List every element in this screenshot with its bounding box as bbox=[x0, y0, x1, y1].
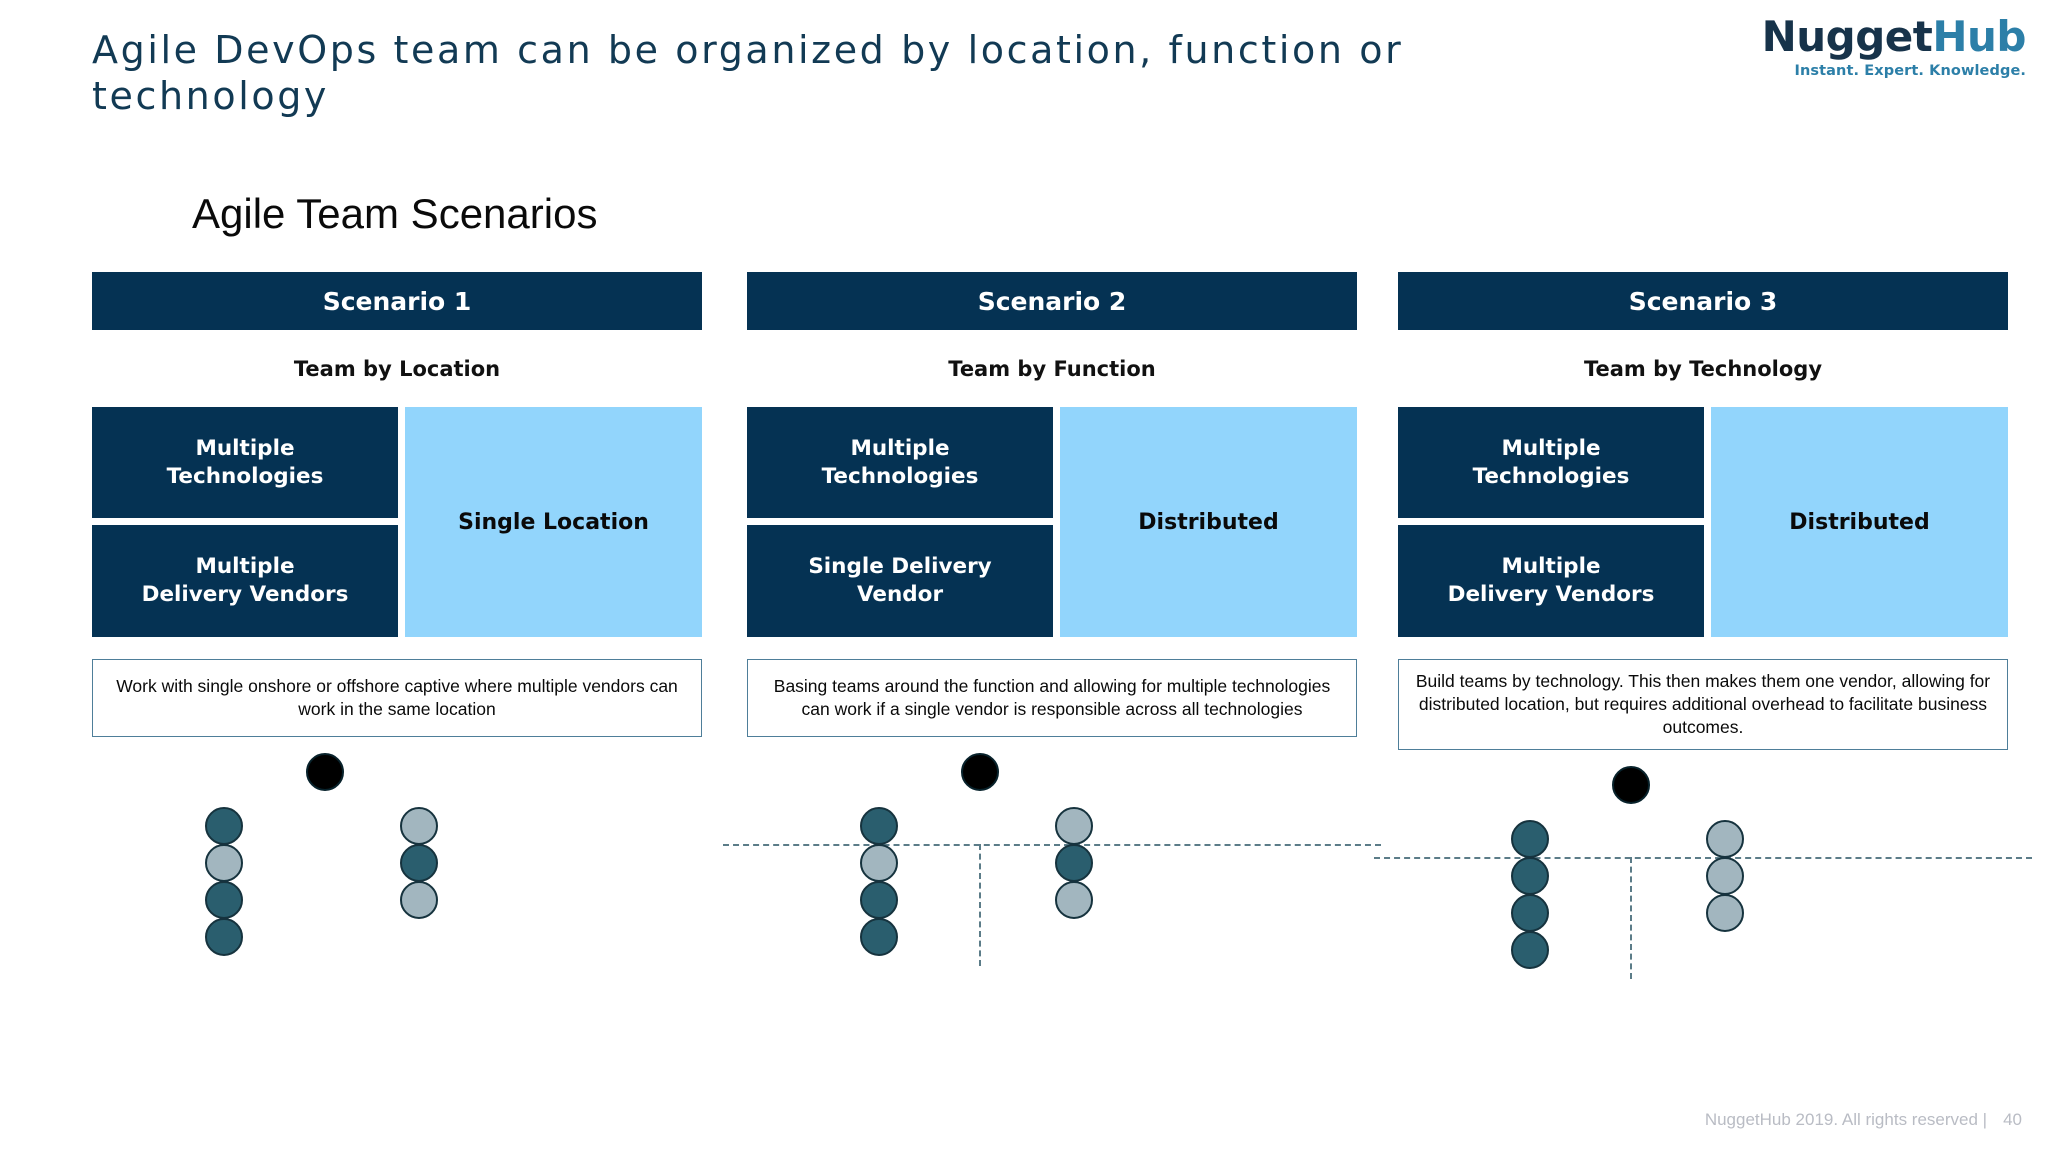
attribute-box-location: Single Location bbox=[405, 407, 702, 637]
logo-word-second: Hub bbox=[1932, 12, 2026, 61]
page-title: Agile DevOps team can be organized by lo… bbox=[92, 28, 1404, 118]
team-member-dot bbox=[1055, 844, 1093, 882]
team-member-dot bbox=[1511, 894, 1549, 933]
team-member-dot bbox=[205, 844, 243, 882]
lead-team-dot bbox=[961, 753, 999, 791]
team-member-dot bbox=[1511, 820, 1549, 859]
attribute-box-location: Distributed bbox=[1060, 407, 1357, 637]
team-member-dot bbox=[400, 807, 438, 845]
team-dot-diagram bbox=[723, 751, 1381, 991]
brand-logo: NuggetHub Instant. Expert. Knowledge. bbox=[1756, 16, 2027, 80]
dashed-horizontal-divider bbox=[723, 844, 1381, 846]
team-member-dot bbox=[1511, 857, 1549, 896]
scenario-description: Build teams by technology. This then mak… bbox=[1398, 659, 2008, 751]
team-member-dot bbox=[1511, 931, 1549, 970]
section-heading: Agile Team Scenarios bbox=[192, 190, 598, 237]
dashed-horizontal-divider bbox=[1374, 857, 2032, 860]
scenario-description: Work with single onshore or offshore cap… bbox=[92, 659, 702, 737]
dashed-vertical-divider bbox=[1630, 857, 1632, 980]
team-member-dot bbox=[860, 918, 898, 956]
scenario-subtitle: Team by Location bbox=[293, 357, 501, 381]
team-member-dot bbox=[1706, 894, 1744, 933]
scenario-header[interactable]: Scenario 2 bbox=[747, 272, 1357, 330]
scenario-header[interactable]: Scenario 1 bbox=[92, 272, 702, 330]
footer-copyright: NuggetHub 2019. All rights reserved | bbox=[1704, 1110, 1988, 1129]
attribute-box-location: Distributed bbox=[1711, 407, 2008, 637]
lead-team-dot bbox=[306, 753, 344, 791]
logo-tagline: Instant. Expert. Knowledge. bbox=[1794, 63, 2026, 79]
scenario-subtitle: Team by Function bbox=[948, 357, 1156, 381]
team-member-dot bbox=[205, 881, 243, 919]
team-dot-diagram bbox=[1374, 764, 2032, 1004]
dashed-vertical-divider bbox=[979, 844, 981, 966]
footer-page-number: 40 bbox=[2003, 1110, 2022, 1129]
scenario-subtitle: Team by Technology bbox=[1583, 357, 1823, 381]
logo-wordmark: NuggetHub bbox=[1756, 16, 2027, 58]
team-member-dot bbox=[1055, 881, 1093, 919]
team-dot-diagram bbox=[92, 751, 702, 991]
team-member-dot bbox=[1706, 820, 1744, 859]
lead-team-dot bbox=[1612, 766, 1650, 805]
team-member-dot bbox=[1706, 857, 1744, 896]
team-member-dot bbox=[860, 807, 898, 845]
team-member-dot bbox=[860, 844, 898, 882]
team-member-dot bbox=[205, 807, 243, 845]
scenario-header[interactable]: Scenario 3 bbox=[1398, 272, 2008, 330]
team-member-dot bbox=[205, 918, 243, 956]
team-member-dot bbox=[400, 844, 438, 882]
team-member-dot bbox=[1055, 807, 1093, 845]
team-member-dot bbox=[400, 881, 438, 919]
scenario-description: Basing teams around the function and all… bbox=[747, 659, 1357, 737]
team-member-dot bbox=[860, 881, 898, 919]
footer: NuggetHub 2019. All rights reserved | 40 bbox=[1705, 1110, 2022, 1130]
logo-word-first: Nugget bbox=[1761, 12, 1933, 61]
